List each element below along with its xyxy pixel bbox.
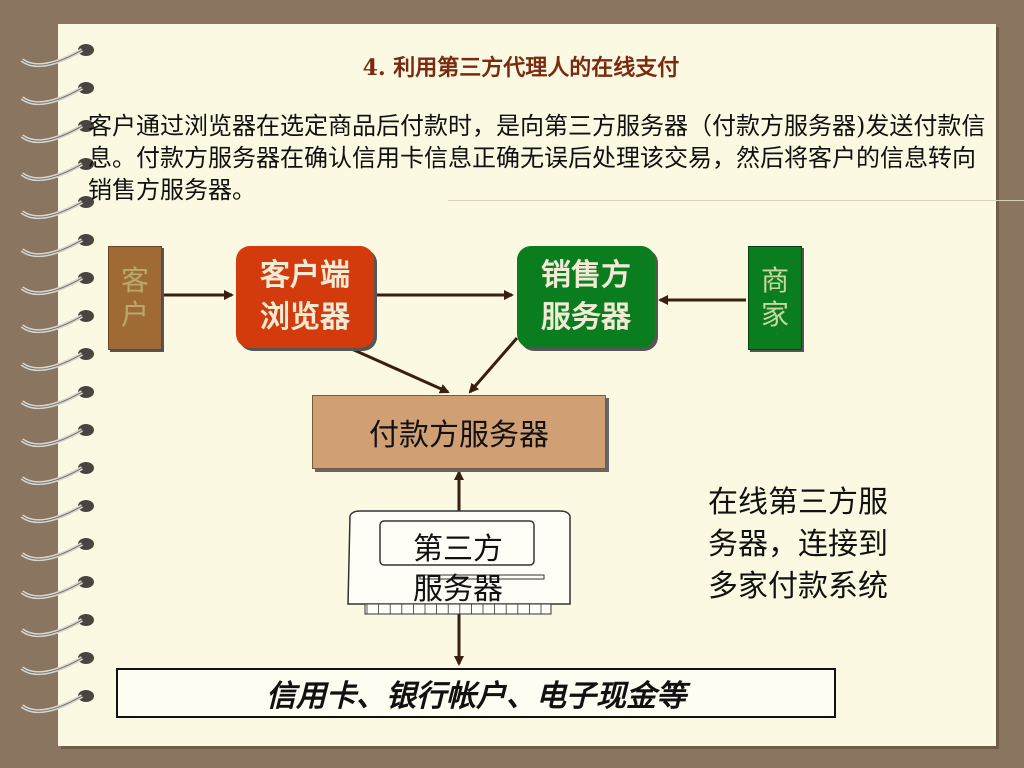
spiral-ring: [20, 652, 94, 676]
spiral-ring: [20, 576, 94, 600]
spiral-ring: [20, 500, 94, 524]
slide-title: 4. 利用第三方代理人的在线支付: [362, 55, 680, 81]
payment-server-box: 付款方服务器: [312, 395, 606, 469]
spiral-ring: [20, 272, 94, 296]
merchant-box: 商家: [748, 246, 802, 350]
arrow-browser-to-payment: [344, 344, 450, 394]
customer-label-line1: 客: [120, 264, 149, 297]
note-line2: 务器，连接到: [708, 527, 888, 562]
spiral-ring: [20, 158, 94, 182]
spiral-ring: [20, 310, 94, 334]
server-computer-icon: [347, 510, 571, 615]
spiral-ring: [20, 348, 94, 372]
spiral-ring: [20, 44, 94, 68]
spiral-ring: [20, 234, 94, 258]
spiral-ring: [20, 386, 94, 410]
customer-box: 客户: [108, 246, 162, 350]
spiral-binding-icon: [20, 44, 94, 714]
notebook-page: [58, 24, 1024, 746]
seller-label-line2: 服务器: [541, 300, 631, 335]
note-line1: 在线第三方服: [708, 485, 888, 520]
spiral-ring: [20, 462, 94, 486]
spiral-ring: [20, 196, 94, 220]
customer-label-line2: 户: [120, 298, 149, 331]
third-party-server-label: 第三方 服务器: [380, 530, 536, 610]
page-rule-line: [448, 200, 1024, 201]
seller-server-box: 销售方服务器: [517, 246, 655, 348]
intro-paragraph: 客户通过浏览器在选定商品后付款时，是向第三方服务器（付款方服务器)发送付款信息。…: [88, 112, 986, 204]
client-browser-box: 客户端浏览器: [236, 246, 374, 348]
note-line3: 多家付款系统: [708, 569, 888, 604]
merchant-label-line2: 家: [760, 298, 789, 331]
third-party-label-line1: 第三方: [413, 532, 503, 567]
spiral-ring: [20, 690, 94, 714]
browser-label-line1: 客户端: [260, 258, 350, 293]
spiral-ring: [20, 538, 94, 562]
merchant-label-line1: 商: [760, 264, 789, 297]
third-party-note: 在线第三方服 务器，连接到 多家付款系统: [708, 482, 928, 608]
browser-label-line2: 浏览器: [260, 300, 350, 335]
third-party-label-line2: 服务器: [413, 572, 503, 607]
spiral-ring: [20, 424, 94, 448]
arrow-seller-to-payment: [468, 337, 519, 394]
spiral-ring: [20, 614, 94, 638]
spiral-ring: [20, 120, 94, 144]
payment-systems-box: 信用卡、银行帐户、电子现金等: [116, 668, 836, 718]
spiral-ring: [20, 82, 94, 106]
seller-label-line1: 销售方: [541, 258, 631, 293]
